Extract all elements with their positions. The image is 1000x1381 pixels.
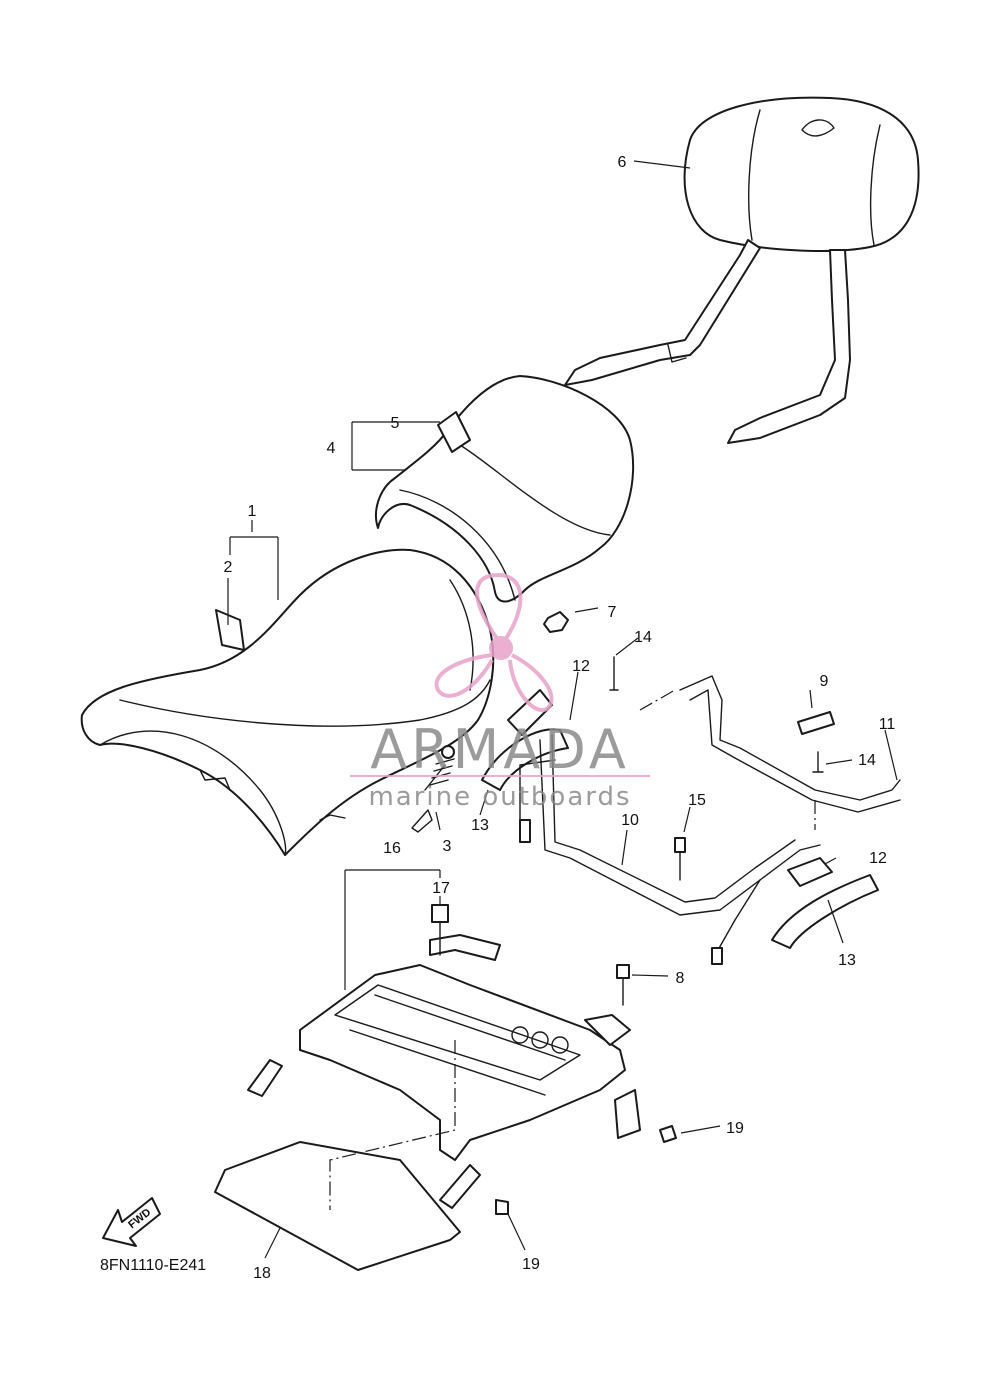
callout-2: 2: [224, 559, 233, 576]
front-seat-part-1: [80, 548, 495, 856]
callout-19-bottom: 19: [522, 1256, 540, 1273]
backrest-part-6: [564, 96, 920, 444]
watermark-brand: ARMADA: [370, 718, 630, 781]
seat-mat-part-18: [214, 1141, 461, 1271]
grab-bar-part-10-11: [519, 675, 901, 965]
callout-14-top: 14: [634, 629, 652, 646]
callout-numbers: 1 2 3 4 5 6 7 8 9 10 11 12 12 13 13 14 1…: [224, 154, 896, 1282]
callout-7: 7: [608, 604, 617, 621]
propeller-logo-icon: [434, 572, 554, 712]
callout-17: 17: [432, 880, 450, 897]
callout-9: 9: [820, 673, 829, 690]
callout-8: 8: [676, 970, 685, 987]
watermark-tagline: marine outboards: [368, 782, 631, 812]
callout-13-right: 13: [838, 952, 856, 969]
callout-5: 5: [391, 415, 400, 432]
callout-19-right: 19: [726, 1120, 744, 1137]
callout-3: 3: [443, 838, 452, 855]
callout-15: 15: [688, 792, 706, 809]
callout-4: 4: [327, 440, 336, 457]
callout-16: 16: [383, 840, 401, 857]
forward-arrow-icon: FWD: [102, 1197, 161, 1247]
armada-watermark: ARMADA marine outboards: [350, 572, 650, 812]
callout-14-right: 14: [858, 752, 876, 769]
callout-12-right: 12: [869, 850, 887, 867]
callout-11: 11: [879, 716, 896, 733]
drawing-code: 8FN1110-E241: [100, 1257, 206, 1274]
rear-seat-part-4: [375, 375, 635, 603]
leader-lines: [227, 160, 898, 1259]
callout-6: 6: [618, 154, 627, 171]
callout-13-left: 13: [471, 817, 489, 834]
callout-10: 10: [621, 812, 639, 829]
fasteners: [495, 611, 835, 1215]
grab-cover-part-12-13: [481, 689, 879, 949]
callout-18: 18: [253, 1265, 271, 1282]
seat-frame-part-16: [247, 904, 641, 1209]
callout-1: 1: [248, 503, 257, 520]
callout-12-left: 12: [572, 658, 590, 675]
